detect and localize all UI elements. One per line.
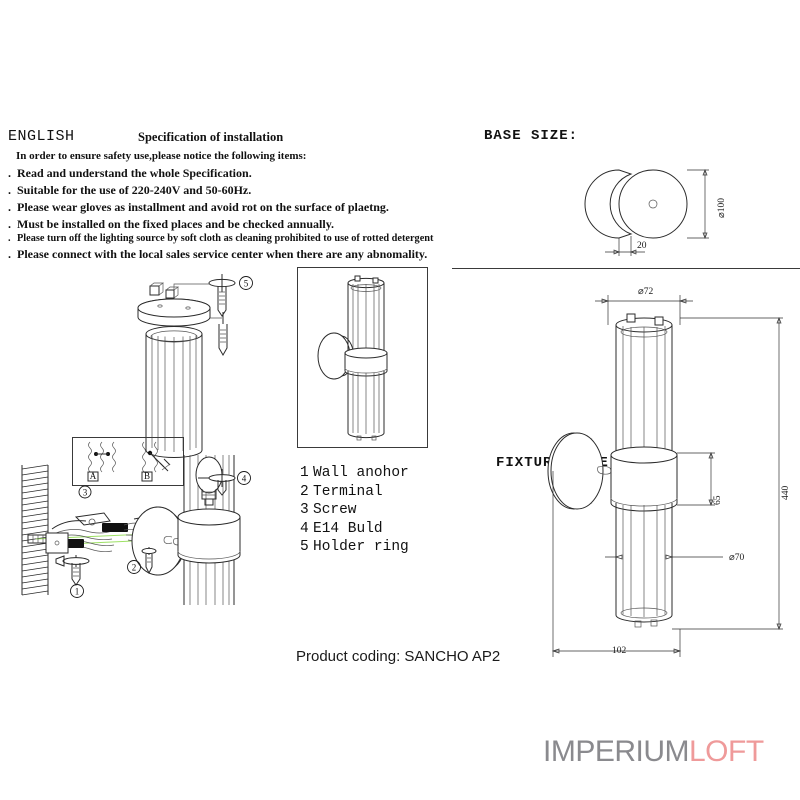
part-label: Wall anohor bbox=[313, 465, 409, 481]
callout-5-label: 5 bbox=[244, 279, 249, 289]
note-text: Please turn off the lighting source by s… bbox=[17, 233, 434, 244]
detail-panel-a-label: A bbox=[90, 471, 97, 481]
dimension-diameter-100 bbox=[687, 169, 709, 239]
base-disc bbox=[584, 169, 688, 239]
brand-logo-loft: LOFT bbox=[689, 735, 764, 768]
fixture-body-diameter-label: ⌀70 bbox=[729, 553, 745, 563]
bullet-dot: . bbox=[8, 183, 11, 197]
note-item: . Please wear gloves as installment and a… bbox=[8, 200, 389, 215]
dimension-diameter-72 bbox=[595, 295, 693, 325]
callout-4-label: 4 bbox=[242, 474, 247, 484]
fixture-center-band bbox=[610, 446, 678, 512]
fixture-projection-label: 102 bbox=[612, 646, 627, 656]
dimension-depth-20 bbox=[605, 236, 645, 256]
section-separator bbox=[452, 268, 800, 269]
dimension-depth-102 bbox=[551, 471, 682, 657]
note-text: Must be installed on the fixed places an… bbox=[17, 217, 335, 231]
brand-logo: IMPERIUMLOFT bbox=[543, 735, 764, 769]
spec-heading: Specification of installation bbox=[138, 130, 284, 144]
base-size-drawing bbox=[584, 169, 709, 256]
note-text: Read and understand the whole Specificat… bbox=[17, 166, 252, 180]
fixture-band-height-label: 65 bbox=[713, 495, 723, 506]
detail-panel-a bbox=[88, 441, 116, 473]
fixture-top-diameter-label: ⌀72 bbox=[638, 287, 654, 297]
detail-panel-b-label: B bbox=[144, 471, 150, 481]
callout-1-wall-anchor: 1 bbox=[55, 555, 90, 598]
callout-5-holder-ring: 5 bbox=[239, 276, 253, 290]
dimension-height-440 bbox=[672, 317, 783, 630]
part-label: E14 Buld bbox=[313, 520, 383, 537]
wall-installation-diagram: 1 2 bbox=[21, 455, 241, 605]
fixture-upper-tube bbox=[615, 313, 673, 455]
exploded-assembly-diagram bbox=[137, 274, 236, 458]
fixture-size-drawing bbox=[547, 295, 783, 657]
part-label: Terminal bbox=[313, 483, 383, 500]
callout-4-bulb: 4 bbox=[198, 469, 251, 496]
detail-panel-b bbox=[142, 441, 171, 473]
wall-hatch bbox=[21, 464, 49, 596]
callout-2-label: 2 bbox=[132, 563, 137, 573]
part-number: 1 bbox=[300, 465, 309, 481]
base-diameter-label: ⌀100 bbox=[717, 198, 727, 218]
note-item: . Please turn off the lighting source by … bbox=[8, 233, 433, 244]
fixture-total-height-label: 440 bbox=[781, 485, 791, 500]
base-depth-label: 20 bbox=[637, 241, 647, 251]
part-number: 4 bbox=[300, 520, 309, 537]
dimension-diameter-70 bbox=[605, 554, 723, 560]
note-item: . Read and understand the whole Specifica… bbox=[8, 166, 252, 181]
part-number: 5 bbox=[300, 539, 309, 555]
part-label: Holder ring bbox=[313, 539, 409, 555]
bullet-dot: . bbox=[8, 200, 11, 214]
callout-3-label: 3 bbox=[83, 488, 88, 498]
note-item: . Must be installed on the fixed places a… bbox=[8, 217, 334, 232]
wiring-bundle bbox=[45, 512, 128, 554]
assembled-fixture bbox=[317, 275, 388, 441]
fixture-lower-tube bbox=[615, 503, 673, 628]
bullet-dot: . bbox=[8, 217, 11, 231]
wall-base-plate bbox=[131, 506, 187, 576]
note-item: . Suitable for the use of 220-240V and 50… bbox=[8, 183, 251, 198]
note-text: Please wear gloves as installment and av… bbox=[17, 200, 389, 214]
bullet-dot: . bbox=[8, 166, 11, 180]
note-text: Suitable for the use of 220-240V and 50-… bbox=[17, 183, 252, 197]
screw-detail-box: A B 3 bbox=[72, 437, 184, 499]
bullet-dot: . bbox=[8, 233, 11, 244]
bullet-dot: . bbox=[8, 247, 11, 261]
callout-2-terminal: 2 bbox=[127, 547, 157, 575]
e14-bulb bbox=[195, 456, 223, 506]
note-item: . Please connect with the local sales ser… bbox=[8, 247, 427, 262]
fixture-wall-plate bbox=[547, 432, 612, 510]
intro-line: In order to ensure safety use,please not… bbox=[16, 150, 307, 162]
top-cap-plate bbox=[137, 298, 211, 327]
assembled-fixture-framed-view bbox=[297, 267, 428, 448]
part-label: Screw bbox=[313, 502, 357, 518]
brand-logo-imperium: IMPERIUM bbox=[543, 735, 690, 768]
callout-1-label: 1 bbox=[75, 587, 80, 597]
dimension-height-65 bbox=[677, 452, 715, 506]
base-size-title: BASE SIZE: bbox=[484, 128, 579, 144]
part-number: 3 bbox=[300, 502, 309, 518]
fixture-body-partial bbox=[163, 455, 241, 605]
holder-ring-screws bbox=[208, 274, 236, 357]
part-number: 2 bbox=[300, 483, 309, 500]
product-coding: Product coding: SANCHO AP2 bbox=[296, 648, 501, 665]
note-text: Please connect with the local sales serv… bbox=[17, 247, 428, 261]
language-heading: ENGLISH bbox=[8, 128, 75, 145]
